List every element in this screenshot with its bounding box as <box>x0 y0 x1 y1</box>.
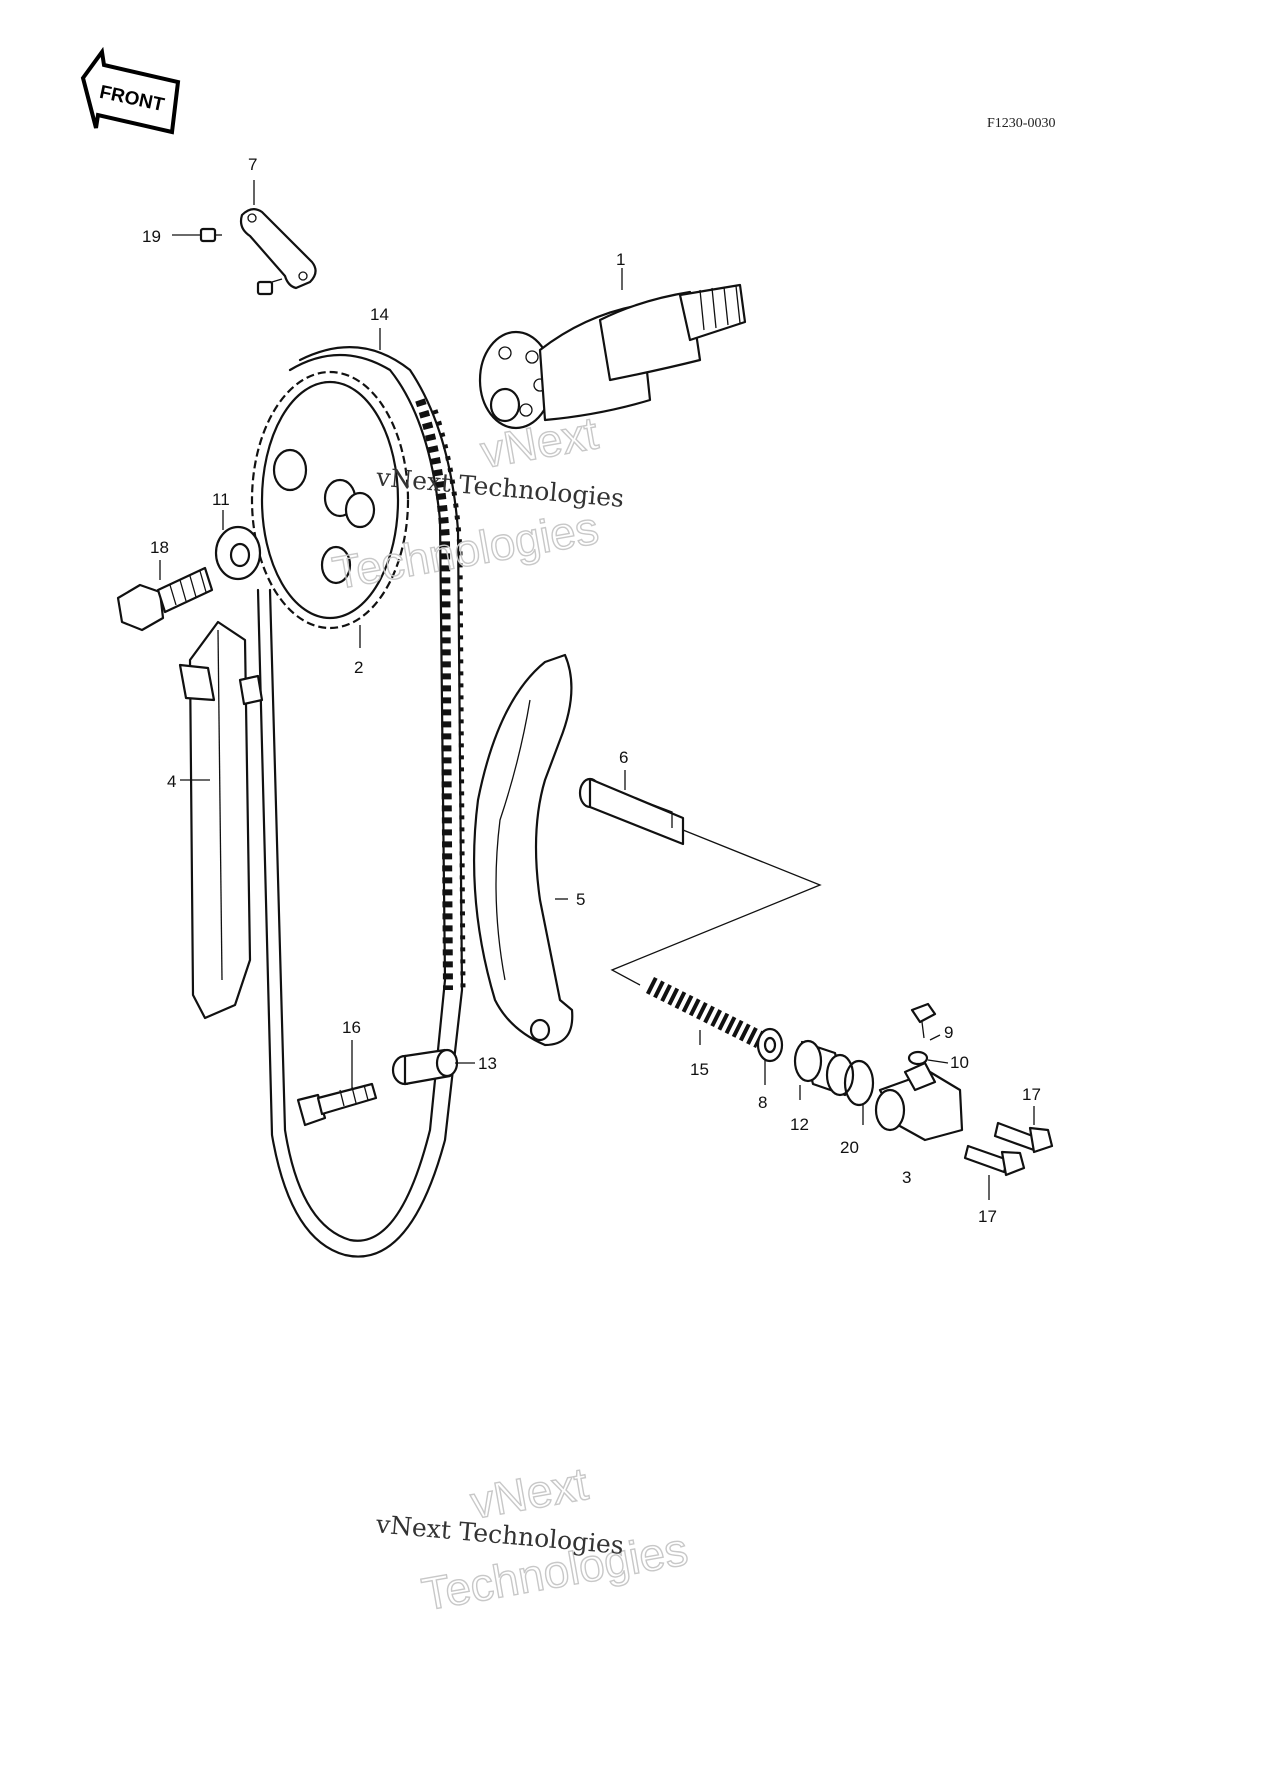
guide-pin <box>578 777 685 846</box>
callout-11: 11 <box>212 490 230 509</box>
figure-code: F1230-0030 <box>987 116 1055 131</box>
callout-3: 3 <box>902 1168 911 1187</box>
tensioner-bolt-lower <box>963 1144 1026 1177</box>
washer <box>214 525 262 581</box>
tensioner-body <box>874 1061 964 1142</box>
tensioner-collar <box>793 1039 855 1097</box>
callout-19: 19 <box>142 227 161 246</box>
camshaft <box>478 283 747 430</box>
callout-5: 5 <box>576 890 585 909</box>
chain-guide-plate <box>199 208 317 296</box>
callout-14: 14 <box>370 305 389 324</box>
callout-16: 16 <box>342 1018 361 1037</box>
callout-1: 1 <box>616 250 625 269</box>
cam-sprocket <box>250 370 410 630</box>
callout-2: 2 <box>354 658 363 677</box>
small-bolt <box>910 1002 937 1039</box>
watermark-lower: vNext Technologies vNext Technologies <box>374 1456 692 1621</box>
callout-12: 12 <box>790 1115 809 1134</box>
pivot-collar <box>391 1048 459 1086</box>
callout-17-upper: 17 <box>1022 1085 1041 1104</box>
pivot-bolt <box>296 1082 378 1127</box>
o-ring <box>843 1059 875 1107</box>
callout-10: 10 <box>950 1053 969 1072</box>
callout-6: 6 <box>619 748 628 767</box>
callout-13: 13 <box>478 1054 497 1073</box>
tensioner-bolt-upper <box>993 1121 1054 1154</box>
front-arrow-icon: FRONT <box>80 46 181 135</box>
callout-20: 20 <box>840 1138 859 1157</box>
callout-8: 8 <box>758 1093 767 1112</box>
callout-4: 4 <box>167 772 176 791</box>
cam-chain <box>256 346 466 1258</box>
callout-15: 15 <box>690 1060 709 1079</box>
small-washer <box>907 1050 929 1066</box>
tensioner-guide <box>473 653 574 1047</box>
callout-7: 7 <box>248 155 257 174</box>
callout-9: 9 <box>944 1023 953 1042</box>
sprocket-bolt <box>116 566 214 632</box>
callout-labels: 1 2 3 4 5 6 7 8 9 10 11 12 13 14 15 16 1… <box>142 155 1041 1226</box>
spring-seat <box>756 1027 784 1063</box>
callout-18: 18 <box>150 538 169 557</box>
tensioner-spring <box>645 976 765 1049</box>
callout-17-lower: 17 <box>978 1207 997 1226</box>
rear-chain-guide <box>178 620 264 1020</box>
callout-leaders <box>159 180 1035 1200</box>
leader-lines <box>610 829 822 986</box>
